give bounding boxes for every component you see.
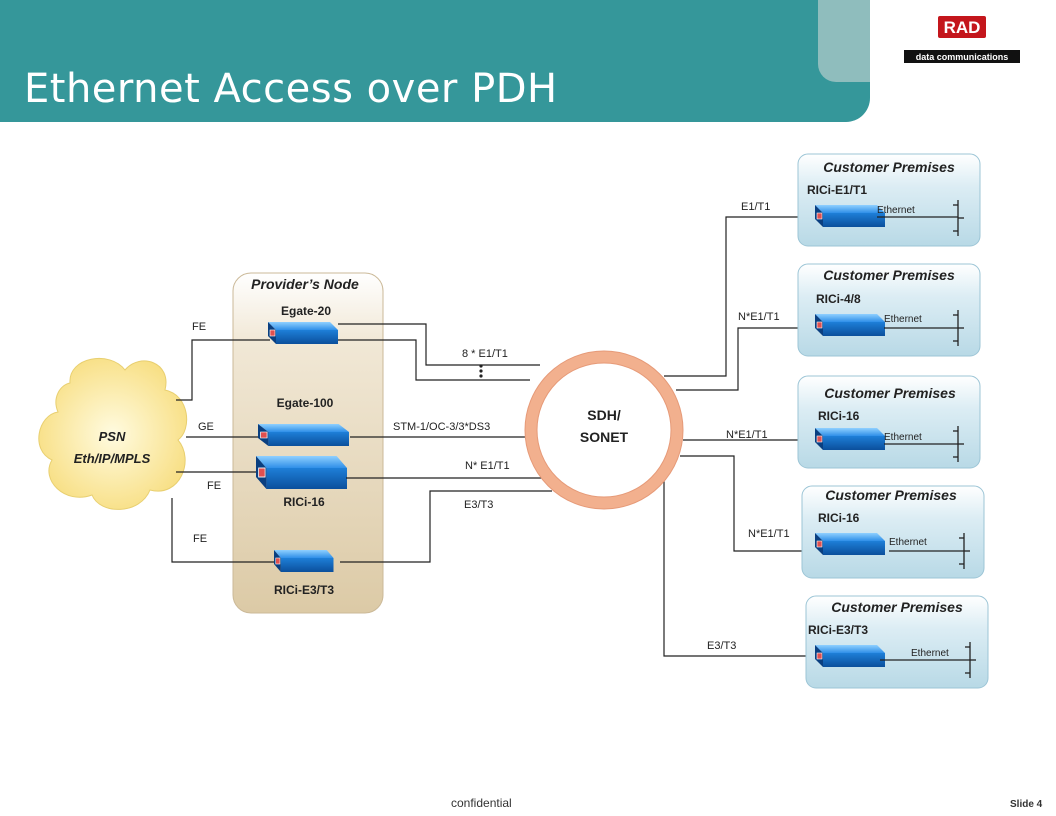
device-label-egate-100: Egate-100: [277, 396, 334, 410]
ethernet-label: Ethernet: [911, 648, 949, 659]
premises-device: [814, 532, 886, 556]
ring-sublabel: SONET: [580, 429, 629, 445]
slide-title: Ethernet Access over PDH: [24, 66, 558, 112]
trunk-label-rici-16: N* E1/T1: [465, 460, 510, 472]
premises-title: Customer Premises: [824, 385, 956, 401]
device-label-rici-16: RICi-16: [283, 495, 325, 509]
premises-title: Customer Premises: [831, 599, 963, 615]
provider-node-title: Provider’s Node: [251, 276, 359, 292]
ethernet-label: Ethernet: [884, 432, 922, 443]
slide-number: Slide 4: [1010, 799, 1043, 810]
premises-title: Customer Premises: [825, 487, 957, 503]
more-links-dots: [479, 364, 483, 378]
ethernet-label: Ethernet: [889, 537, 927, 548]
trunk-links: [338, 323, 552, 563]
psn-cloud: PSN Eth/IP/MPLS: [38, 357, 188, 510]
title-banner: [0, 0, 870, 122]
premises-device-label: RICi-E1/T1: [807, 183, 867, 197]
device-label-egate-20: Egate-20: [281, 304, 331, 318]
device-label-rici-e3t3: RICi-E3/T3: [274, 583, 334, 597]
sdh-sonet-ring: SDH/ SONET: [524, 350, 684, 510]
premises-device-label: RICi-E3/T3: [808, 623, 868, 637]
customer-link-label-1: E1/T1: [741, 201, 770, 213]
premises-device-label: RICi-4/8: [816, 292, 861, 306]
premises-title: Customer Premises: [823, 267, 955, 283]
device-rici-16: [255, 455, 348, 490]
logo-tagline: data communications: [916, 52, 1009, 62]
device-egate-20: [267, 321, 339, 345]
customer-premises-1: Customer Premises RICi-E1/T1 Ethernet: [797, 153, 981, 247]
customer-link-label-4: N*E1/T1: [748, 528, 790, 540]
logo-brand: RAD: [944, 18, 981, 37]
ring-label: SDH/: [587, 407, 621, 423]
link-label-fe-3: FE: [193, 533, 207, 545]
link-label-fe-1: FE: [192, 321, 206, 333]
premises-device-label: RICi-16: [818, 511, 860, 525]
customer-link-label-2: N*E1/T1: [738, 311, 780, 323]
customer-premises-5: Customer Premises RICi-E3/T3 Ethernet: [805, 595, 989, 689]
footer-confidential: confidential: [451, 796, 512, 810]
logo-area: [870, 0, 1056, 82]
banner-accent: [818, 0, 878, 82]
rad-logo: RAD data communications: [904, 16, 1020, 63]
device-egate-100: [257, 423, 350, 447]
psn-sublabel: Eth/IP/MPLS: [74, 451, 151, 466]
premises-device: [814, 644, 886, 668]
customer-link-label-3: N*E1/T1: [726, 429, 768, 441]
trunk-label-egate-100: STM-1/OC-3/3*DS3: [393, 421, 490, 433]
premises-device: [814, 427, 886, 451]
psn-links: [171, 339, 278, 563]
customer-links: [663, 216, 820, 657]
ethernet-label: Ethernet: [884, 314, 922, 325]
customer-premises-2: Customer Premises RICi-4/8 Ethernet: [797, 263, 981, 357]
link-label-ge: GE: [198, 421, 214, 433]
premises-title: Customer Premises: [823, 159, 955, 175]
customer-premises-3: Customer Premises RICi-16 Ethernet: [797, 375, 981, 469]
ethernet-label: Ethernet: [877, 205, 915, 216]
device-rici-e3t3: [273, 549, 334, 573]
customer-link-label-5: E3/T3: [707, 640, 736, 652]
link-label-fe-2: FE: [207, 480, 221, 492]
premises-device-label: RICi-16: [818, 409, 860, 423]
customer-premises-4: Customer Premises RICi-16 Ethernet: [801, 485, 985, 579]
premises-device: [814, 204, 886, 228]
premises-device: [814, 313, 886, 337]
psn-label: PSN: [99, 429, 126, 444]
trunk-label-egate-20: 8 * E1/T1: [462, 348, 508, 360]
trunk-label-rici-e3t3: E3/T3: [464, 499, 493, 511]
